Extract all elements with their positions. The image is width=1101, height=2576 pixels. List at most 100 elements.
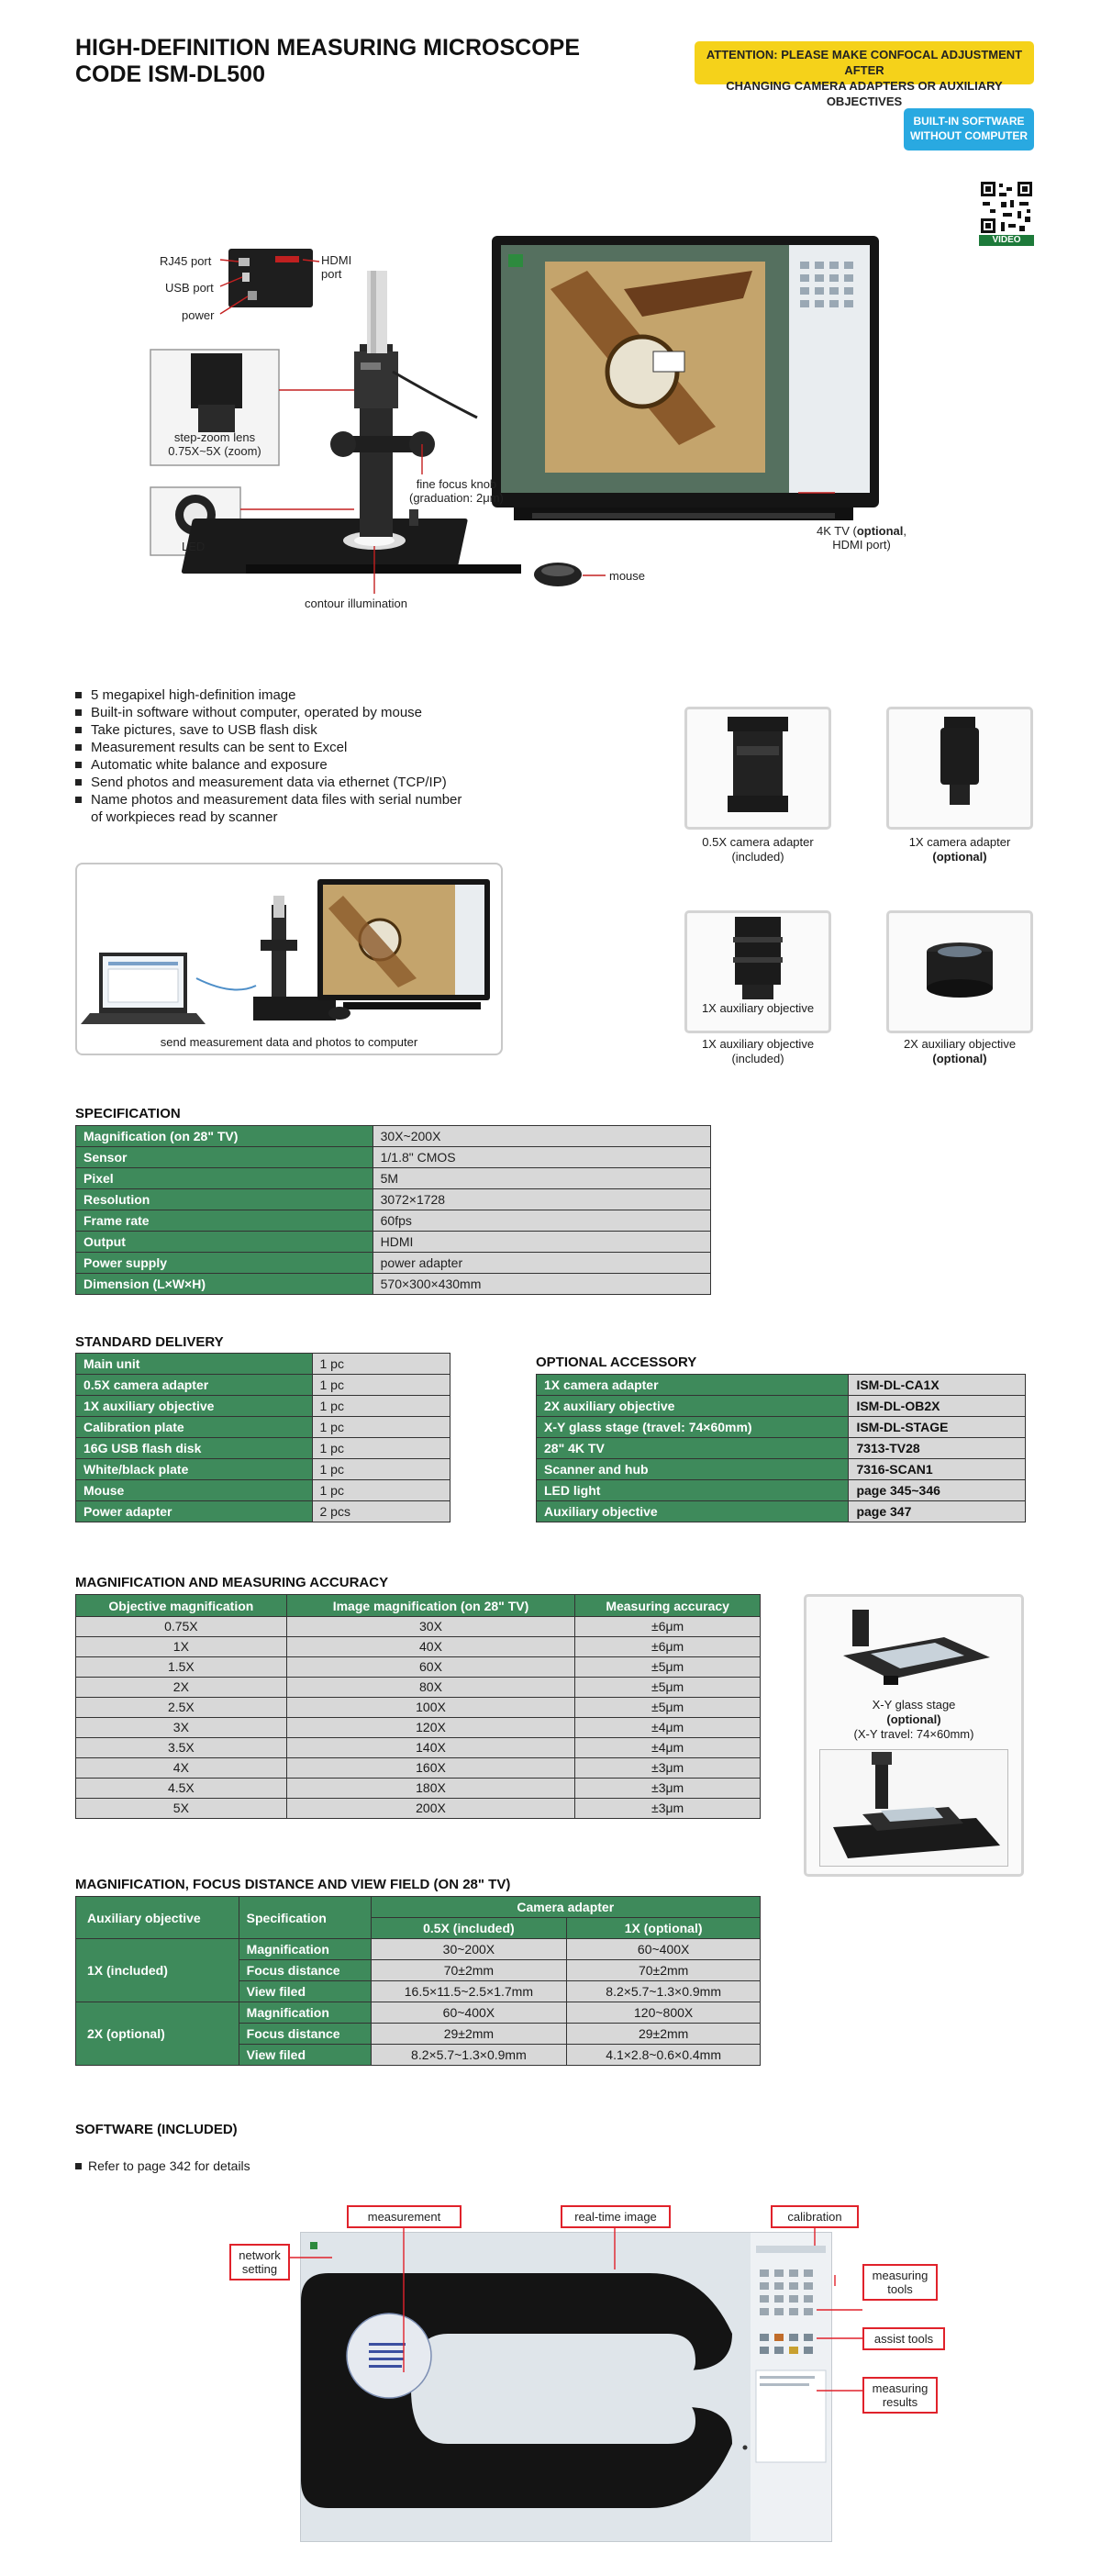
page-title: HIGH-DEFINITION MEASURING MICROSCOPE COD… <box>75 35 580 88</box>
image-mag: 60X <box>285 1656 576 1678</box>
accuracy: ±3μm <box>574 1757 761 1779</box>
accessory-item: 1X camera adapter <box>535 1374 850 1396</box>
table-row: Magnification (on 28" TV)30X~200X <box>75 1125 712 1147</box>
accessory-item: 28" 4K TV <box>535 1437 850 1459</box>
feature-item: Send photos and measurement data via eth… <box>75 774 589 791</box>
delivery-item: Mouse <box>75 1479 313 1501</box>
tv-line-1-pre: 4K TV ( <box>817 524 857 538</box>
computer-connection-image <box>81 879 490 1024</box>
delivery-item: 1X auxiliary objective <box>75 1395 313 1417</box>
focus-distance-table: Auxiliary objective Specification Camera… <box>75 1896 762 2066</box>
accessory-1x-adapter-caption: 1X camera adapter (optional) <box>868 835 1051 864</box>
spec-label: Magnification <box>238 2002 372 2024</box>
objective-mag: 3X <box>75 1717 287 1738</box>
spec-value: 3072×1728 <box>372 1188 712 1210</box>
label-contour-illumination: contour illumination <box>305 597 408 610</box>
spec-value: 8.2×5.7~1.3×0.9mm <box>370 2044 568 2066</box>
specification-title: SPECIFICATION <box>75 1106 181 1121</box>
hdmi-line-2: port <box>321 267 342 281</box>
delivery-item: White/black plate <box>75 1458 313 1480</box>
accessory-code: page 345~346 <box>848 1479 1026 1501</box>
delivery-qty: 1 pc <box>311 1353 450 1375</box>
objective-mag: 4X <box>75 1757 287 1779</box>
feature-item: 5 megapixel high-definition image <box>75 686 589 704</box>
accessory-code: 7316-SCAN1 <box>848 1458 1026 1480</box>
accuracy: ±6μm <box>574 1616 761 1637</box>
table-row: Dimension (L×W×H)570×300×430mm <box>75 1273 712 1295</box>
feature-item: Name photos and measurement data files w… <box>75 791 589 808</box>
tools-line-1: measuring <box>872 2269 929 2282</box>
spec-label: Focus distance <box>238 2023 372 2045</box>
a2-line-2: (optional) <box>932 850 987 864</box>
xy-stage-image <box>843 1610 990 1685</box>
table-row: Focus distance 29±2mm 29±2mm <box>76 2023 761 2045</box>
magnification-title: MAGNIFICATION AND MEASURING ACCURACY <box>75 1575 389 1590</box>
builtin-software-badge: BUILT-IN SOFTWARE WITHOUT COMPUTER <box>904 108 1034 151</box>
xy-stage-caption: X-Y glass stage (optional) (X-Y travel: … <box>806 1698 1021 1742</box>
specification-table: Magnification (on 28" TV)30X~200X Sensor… <box>75 1125 712 1295</box>
table-row: View filed 16.5×11.5~2.5×1.7mm 8.2×5.7~1… <box>76 1980 761 2002</box>
accessory-item: LED light <box>535 1479 850 1501</box>
a3-line-1: 1X auxiliary objective <box>701 1037 815 1051</box>
spec-value: 60~400X <box>370 2002 568 2024</box>
magnification-table: Objective magnification Image magnificat… <box>75 1594 761 1819</box>
accuracy: ±3μm <box>574 1778 761 1799</box>
a1-line-1: 0.5X camera adapter <box>702 835 814 849</box>
spec-value: power adapter <box>372 1252 712 1274</box>
spec-label: Output <box>75 1231 373 1253</box>
results-line-2: results <box>882 2395 918 2409</box>
objective-mag: 0.75X <box>75 1616 287 1637</box>
table-header-row: Auxiliary objective Specification Camera… <box>75 1896 762 1939</box>
results-line-1: measuring <box>872 2381 929 2395</box>
spec-label: View filed <box>238 1980 372 2002</box>
a4-line-1: 2X auxiliary objective <box>903 1037 1017 1051</box>
table-row: X-Y glass stage (travel: 74×60mm)ISM-DL-… <box>535 1416 1026 1438</box>
spec-value: 60~400X <box>566 1938 761 1960</box>
computer-connection-caption: send measurement data and photos to comp… <box>160 1035 418 1049</box>
focus-table-title: MAGNIFICATION, FOCUS DISTANCE AND VIEW F… <box>75 1877 511 1892</box>
hdmi-line-1: HDMI <box>321 253 352 267</box>
spec-value: HDMI <box>372 1231 712 1253</box>
spec-label: Focus distance <box>238 1959 372 1981</box>
accuracy: ±3μm <box>574 1798 761 1819</box>
image-mag: 40X <box>285 1636 576 1657</box>
xy-stage-mounted-image <box>819 1749 1008 1867</box>
delivery-qty: 1 pc <box>311 1416 450 1438</box>
accuracy: ±4μm <box>574 1717 761 1738</box>
builtin-line-2: WITHOUT COMPUTER <box>910 129 1028 142</box>
label-usb-port: USB port <box>165 281 214 295</box>
spec-label: Pixel <box>75 1167 373 1189</box>
image-mag: 100X <box>285 1697 576 1718</box>
spec-value: 70±2mm <box>566 1959 761 1981</box>
objective-mag: 3.5X <box>75 1737 287 1758</box>
accessory-code: page 347 <box>848 1500 1026 1522</box>
accuracy: ±4μm <box>574 1737 761 1758</box>
accessory-1x-objective-caption: 1X auxiliary objective (included) <box>666 1037 850 1066</box>
stage-mounted-image <box>833 1752 1000 1858</box>
column-header: Image magnification (on 28" TV) <box>285 1594 576 1617</box>
objective-mag: 5X <box>75 1798 287 1819</box>
label-fine-focus-knob: fine focus knob (graduation: 2μm) <box>409 477 504 505</box>
label-power: power <box>182 308 215 322</box>
accessory-code: 7313-TV28 <box>848 1437 1026 1459</box>
delivery-item: Power adapter <box>75 1500 313 1522</box>
accessory-1x-objective-image: 1X auxiliary objective <box>684 910 831 1033</box>
accessory-item: Scanner and hub <box>535 1458 850 1480</box>
column-header: Objective magnification <box>75 1594 287 1617</box>
qr-code-video-link[interactable]: VIDEO <box>979 180 1034 246</box>
objective-mag: 2.5X <box>75 1697 287 1718</box>
spec-label: Frame rate <box>75 1210 373 1232</box>
